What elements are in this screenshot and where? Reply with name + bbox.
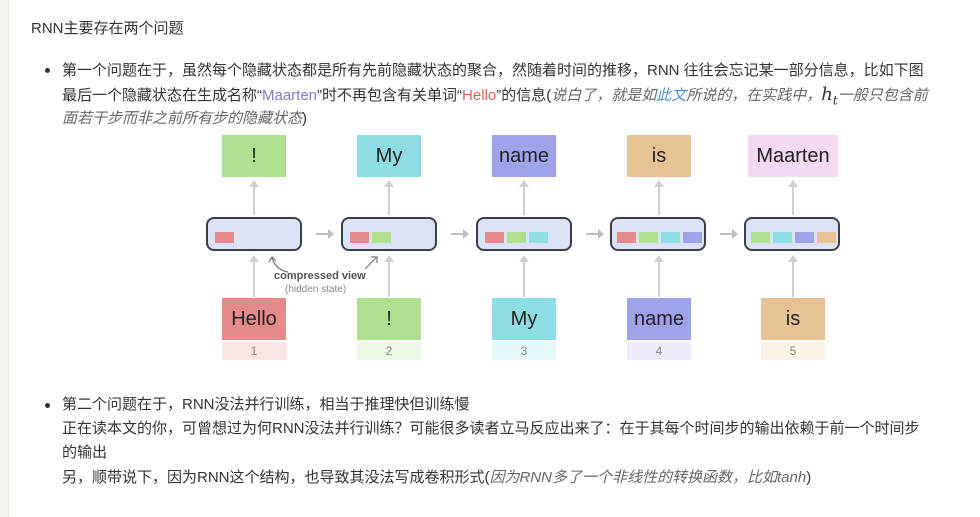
problem-2-line-2: 正在读本文的你，可曾想过为何RNN没法并行训练？可能很多读者立马反应出来了：在于… — [62, 420, 920, 437]
problem-2-line-1: 第二个问题在于，RNN没法并行训练，相当于推理快但训练慢 — [62, 396, 470, 413]
state-seg-my — [773, 232, 792, 243]
problem-1-line-1: 第一个问题在于，虽然每个隐藏状态都是所有先前隐藏状态的聚合，然随着时间的推移，R… — [62, 58, 924, 83]
aside-italic-3: 一般只包含前 — [837, 87, 928, 104]
left-margin-bar — [0, 0, 9, 517]
recurrent-arrow — [451, 229, 469, 239]
state-seg-hello — [485, 232, 504, 243]
input-token-1: Hello — [222, 298, 286, 340]
index-label-4: 4 — [627, 342, 691, 360]
line4-text: 另，顺带说下，因为RNN这个结构，也导致其没法写成卷积形式( — [62, 469, 490, 486]
state-seg-my — [529, 232, 548, 243]
arrow-up-head — [788, 180, 798, 187]
recurrent-arrow — [316, 229, 334, 239]
section-heading: RNN主要存在两个问题 — [31, 20, 184, 37]
state-seg-name — [683, 232, 702, 243]
hidden-state-3 — [476, 217, 572, 251]
close-paren: ) — [302, 110, 308, 127]
line2-text-b: ”时不再包含有关单词“ — [317, 87, 463, 104]
aside-italic-1: 说白了，就是如 — [551, 87, 657, 104]
problem-2-line-4: 另，顺带说下，因为RNN这个结构，也导致其没法写成卷积形式(因为RNN多了一个非… — [62, 465, 811, 490]
problem-1-line-3: 面若干步而非之前所有步的隐藏状态) — [62, 106, 307, 131]
arrow-up-line — [253, 185, 255, 215]
problem-1-text: 第一个问题在于，虽然每个隐藏状态都是所有先前隐藏状态的聚合，然随着时间的推移，R… — [62, 62, 924, 79]
recurrent-arrow — [720, 229, 738, 239]
problem-2-line-3: 的输出 — [62, 444, 108, 461]
hidden-state-5 — [744, 217, 840, 251]
hidden-state-2 — [341, 217, 437, 251]
bullet-2 — [45, 403, 50, 408]
line2-text-c: ”的信息( — [496, 87, 552, 104]
state-seg-is — [817, 232, 836, 243]
arrow-up-line — [388, 185, 390, 215]
state-seg-excl — [751, 232, 770, 243]
arrow-up-line — [792, 185, 794, 215]
problem-1-line-2: 最后一个隐藏状态在生成名称“Maarten”时不再包含有关单词“Hello”的信… — [62, 82, 928, 114]
input-token-2: ! — [357, 298, 421, 340]
compressed-view-pointer — [268, 256, 289, 273]
state-seg-hello — [617, 232, 636, 243]
output-token-5: Maarten — [748, 135, 838, 177]
input-token-4: name — [627, 298, 691, 340]
input-token-5: is — [761, 298, 825, 340]
arrow-up-line — [253, 260, 255, 297]
bullet-1 — [45, 68, 50, 73]
hello-word: Hello — [462, 87, 497, 104]
arrow-up-head — [654, 180, 664, 187]
arrow-up-line — [658, 185, 660, 215]
compressed-view-label: compressed view — [274, 270, 366, 282]
arrow-up-head — [788, 255, 798, 262]
hidden-state-1 — [206, 217, 302, 251]
hidden-state-4 — [610, 217, 706, 251]
line4-close: ) — [806, 469, 812, 486]
output-token-3: name — [492, 135, 556, 177]
state-seg-hello — [350, 232, 369, 243]
arrow-up-line — [792, 260, 794, 297]
index-label-2: 2 — [357, 342, 421, 360]
index-label-3: 3 — [492, 342, 556, 360]
compressed-view-pointer-right — [364, 256, 378, 270]
this-article-link[interactable]: 此文 — [656, 87, 687, 104]
arrow-up-line — [658, 260, 660, 297]
state-seg-hello — [215, 232, 234, 243]
output-token-2: My — [357, 135, 421, 177]
arrow-up-line — [523, 185, 525, 215]
math-h: h — [821, 84, 833, 105]
arrow-up-head — [249, 255, 259, 262]
input-token-3: My — [492, 298, 556, 340]
index-label-1: 1 — [222, 342, 286, 360]
state-seg-name — [795, 232, 814, 243]
aside-italic-4: 面若干步而非之前所有步的隐藏状态 — [62, 110, 303, 127]
line2-text-a: 最后一个隐藏状态在生成名称“ — [62, 87, 262, 104]
arrow-up-head — [654, 255, 664, 262]
arrow-up-line — [388, 260, 390, 297]
state-seg-excl — [372, 232, 391, 243]
output-token-1: ! — [222, 135, 286, 177]
state-seg-my — [661, 232, 680, 243]
aside-italic-2: 所说的，在实践中， — [686, 87, 822, 104]
math-ht: ht — [821, 84, 838, 108]
hidden-state-label: (hidden state) — [285, 284, 347, 295]
line4-italic: 因为RNN多了一个非线性的转换函数，比如tanh — [489, 469, 807, 486]
rnn-diagram: ! My name is Maarten — [196, 132, 856, 367]
maarten-word: Maarten — [262, 87, 318, 104]
state-seg-excl — [507, 232, 526, 243]
arrow-up-head — [519, 180, 529, 187]
recurrent-arrow — [586, 229, 604, 239]
arrow-up-line — [523, 260, 525, 297]
arrow-up-head — [249, 180, 259, 187]
math-t: t — [832, 93, 838, 108]
arrow-up-head — [519, 255, 529, 262]
index-label-5: 5 — [761, 342, 825, 360]
state-seg-excl — [639, 232, 658, 243]
arrow-up-head — [384, 255, 394, 262]
output-token-4: is — [627, 135, 691, 177]
arrow-up-head — [384, 180, 394, 187]
